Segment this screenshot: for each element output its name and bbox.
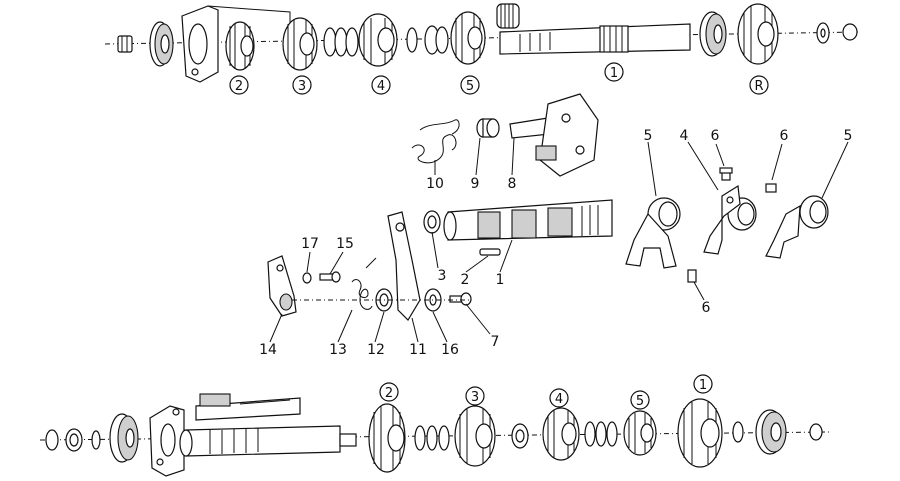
label-7: 7 (491, 334, 500, 350)
label-10: 10 (426, 176, 444, 192)
bottom-shaft-assembly: 2 3 4 5 1 (39, 374, 831, 477)
label-9: 9 (471, 176, 480, 192)
pin-2 (479, 248, 501, 256)
label-2: 2 (461, 272, 470, 288)
bottom-label-1: 1 (693, 374, 713, 394)
bottom-gear-1 (677, 398, 723, 468)
screw-15 (319, 271, 341, 283)
bottom-left-nut (45, 428, 101, 452)
bottom-washers-4-5 (584, 421, 618, 447)
top-label-4: 4 (371, 75, 391, 95)
label-4: 4 (680, 128, 689, 144)
screw-6-lower (687, 269, 697, 283)
label-12: 12 (367, 342, 385, 358)
bottom-label-3: 3 (465, 386, 485, 406)
bottom-right-bearing (755, 409, 787, 455)
svg-text:3: 3 (298, 79, 306, 94)
label-14: 14 (259, 342, 277, 358)
plate-14 (267, 255, 297, 317)
svg-text:4: 4 (555, 392, 563, 407)
bottom-label-2: 2 (379, 382, 399, 402)
top-label-R: R (749, 75, 769, 95)
top-washers-4-5 (406, 25, 449, 55)
bottom-right-washer (732, 421, 744, 443)
selector-fork-4 (703, 184, 757, 255)
selector-fork-5-left (625, 197, 681, 269)
label-11: 11 (409, 342, 427, 358)
svg-text:1: 1 (699, 378, 707, 393)
bottom-left-bearing (109, 413, 139, 463)
top-label-3: 3 (292, 75, 312, 95)
bottom-gear-2 (368, 403, 406, 473)
top-left-bearing (149, 21, 174, 67)
lever-arm-11 (387, 211, 421, 321)
bottom-right-nut (809, 423, 823, 441)
selector-mechanism: 10 9 8 5 4 6 6 5 3 2 1 6 17 15 14 13 12 … (259, 93, 853, 358)
bottom-label-4: 4 (549, 388, 569, 408)
bolt-7 (449, 292, 472, 306)
bottom-gear-5 (623, 410, 657, 456)
label-15: 15 (336, 236, 354, 252)
washer-17 (302, 272, 312, 284)
bottom-washer-3-4 (511, 423, 529, 449)
top-housing-plate (181, 5, 291, 83)
screw-6-top-right (765, 183, 777, 193)
spring-10 (411, 119, 460, 164)
top-main-shaft (499, 23, 691, 55)
label-6-lower: 6 (702, 300, 711, 316)
label-17: 17 (301, 236, 319, 252)
bottom-housing-plate (149, 405, 185, 477)
label-5-left: 5 (644, 128, 653, 144)
svg-text:5: 5 (636, 394, 644, 409)
label-16: 16 (441, 342, 459, 358)
top-right-bearing (699, 11, 727, 57)
svg-text:3: 3 (471, 390, 479, 405)
bottom-gear-3 (454, 405, 496, 467)
washer-3 (423, 210, 441, 234)
label-13: 13 (329, 342, 347, 358)
svg-text:1: 1 (610, 66, 618, 81)
label-6-top-left: 6 (711, 128, 720, 144)
top-label-1: 1 (604, 62, 624, 82)
spring-13 (351, 257, 377, 310)
top-label-2: 2 (229, 75, 249, 95)
top-label-5: 5 (460, 75, 480, 95)
selector-drum-1 (443, 199, 613, 241)
selector-lever-8 (509, 93, 599, 177)
label-5-right: 5 (844, 128, 853, 144)
top-gear-4 (358, 13, 398, 67)
bush-9 (476, 118, 500, 138)
top-needle-bearing (496, 3, 520, 29)
svg-text:5: 5 (466, 79, 474, 94)
bottom-main-shaft (179, 425, 357, 457)
top-left-nut (117, 35, 133, 53)
selector-fork-5-right (765, 195, 829, 259)
bottom-label-5: 5 (630, 390, 650, 410)
top-washers-3-4 (323, 27, 359, 57)
svg-text:2: 2 (235, 79, 243, 94)
label-6-top-right: 6 (780, 128, 789, 144)
bottom-gear-4 (542, 407, 580, 461)
label-3: 3 (438, 268, 447, 284)
label-8: 8 (508, 176, 517, 192)
svg-text:4: 4 (377, 79, 385, 94)
screw-6-top-left (719, 167, 733, 181)
bottom-upper-shaft (195, 393, 301, 421)
svg-text:2: 2 (385, 386, 393, 401)
top-right-washer (816, 22, 858, 44)
top-gear-3 (282, 17, 318, 71)
bottom-washers-2-3 (414, 425, 450, 451)
top-gear-5 (450, 11, 486, 65)
top-gear-2 (225, 21, 255, 71)
top-reverse-gear (737, 3, 779, 65)
svg-text:R: R (754, 79, 763, 94)
top-shaft-assembly: 2 3 4 5 1 R (104, 3, 859, 95)
label-1: 1 (496, 272, 505, 288)
